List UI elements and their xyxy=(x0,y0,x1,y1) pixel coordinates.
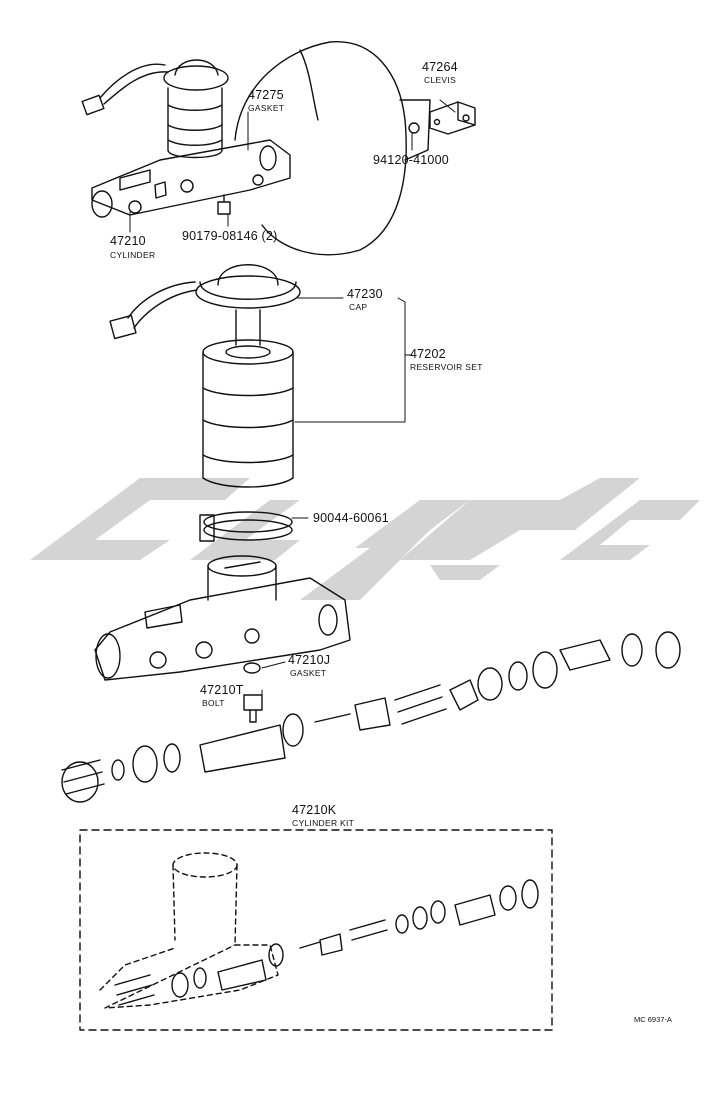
part-number-47264: 47264 xyxy=(422,60,458,74)
part-name-cylinder: CYLINDER xyxy=(110,250,156,260)
part-name-clevis: CLEVIS xyxy=(424,75,457,85)
part-name-gasket-47275: GASKET xyxy=(248,103,285,113)
bolt-small xyxy=(217,194,231,215)
master-cylinder-small xyxy=(91,139,291,218)
cylinder-kit-box xyxy=(79,829,553,1031)
part-number-90044-60061: 90044-60061 xyxy=(313,511,389,525)
figure-reference: MC 6937-A xyxy=(634,1015,672,1024)
part-name-bolt: BOLT xyxy=(202,698,225,708)
part-number-47202: 47202 xyxy=(410,347,446,361)
reservoir-cap xyxy=(109,264,301,346)
part-name-gasket-47210J: GASKET xyxy=(290,668,327,678)
part-number-47275: 47275 xyxy=(248,88,284,102)
reservoir-body xyxy=(202,339,294,488)
brake-booster xyxy=(234,41,431,256)
reservoir-small xyxy=(81,59,229,159)
part-name-cap: CAP xyxy=(349,302,368,312)
part-number-94120-41000: 94120-41000 xyxy=(373,153,449,167)
part-number-47230: 47230 xyxy=(347,287,383,301)
internal-parts-lower xyxy=(61,713,304,803)
part-number-90179-08146: 90179-08146 (2) xyxy=(182,229,278,243)
leader-lines xyxy=(129,99,456,703)
part-number-47210: 47210 xyxy=(110,234,146,248)
part-number-47210K: 47210K xyxy=(292,803,337,817)
master-cylinder-large xyxy=(94,555,351,681)
part-number-47210T: 47210T xyxy=(200,683,244,697)
gasket-washer xyxy=(243,662,261,674)
part-number-47210J: 47210J xyxy=(288,653,331,667)
watermark-logo xyxy=(30,478,700,600)
kit-cylinder-outline xyxy=(99,852,279,1009)
internal-parts-upper xyxy=(314,631,681,731)
clevis-part xyxy=(429,101,476,135)
kit-internal-parts xyxy=(114,879,539,1006)
bolt-47210T xyxy=(243,694,263,723)
part-name-cylinder-kit: CYLINDER KIT xyxy=(292,818,355,828)
reservoir-clamp xyxy=(199,511,293,542)
part-name-reservoir-set: RESERVOIR SET xyxy=(410,362,483,372)
